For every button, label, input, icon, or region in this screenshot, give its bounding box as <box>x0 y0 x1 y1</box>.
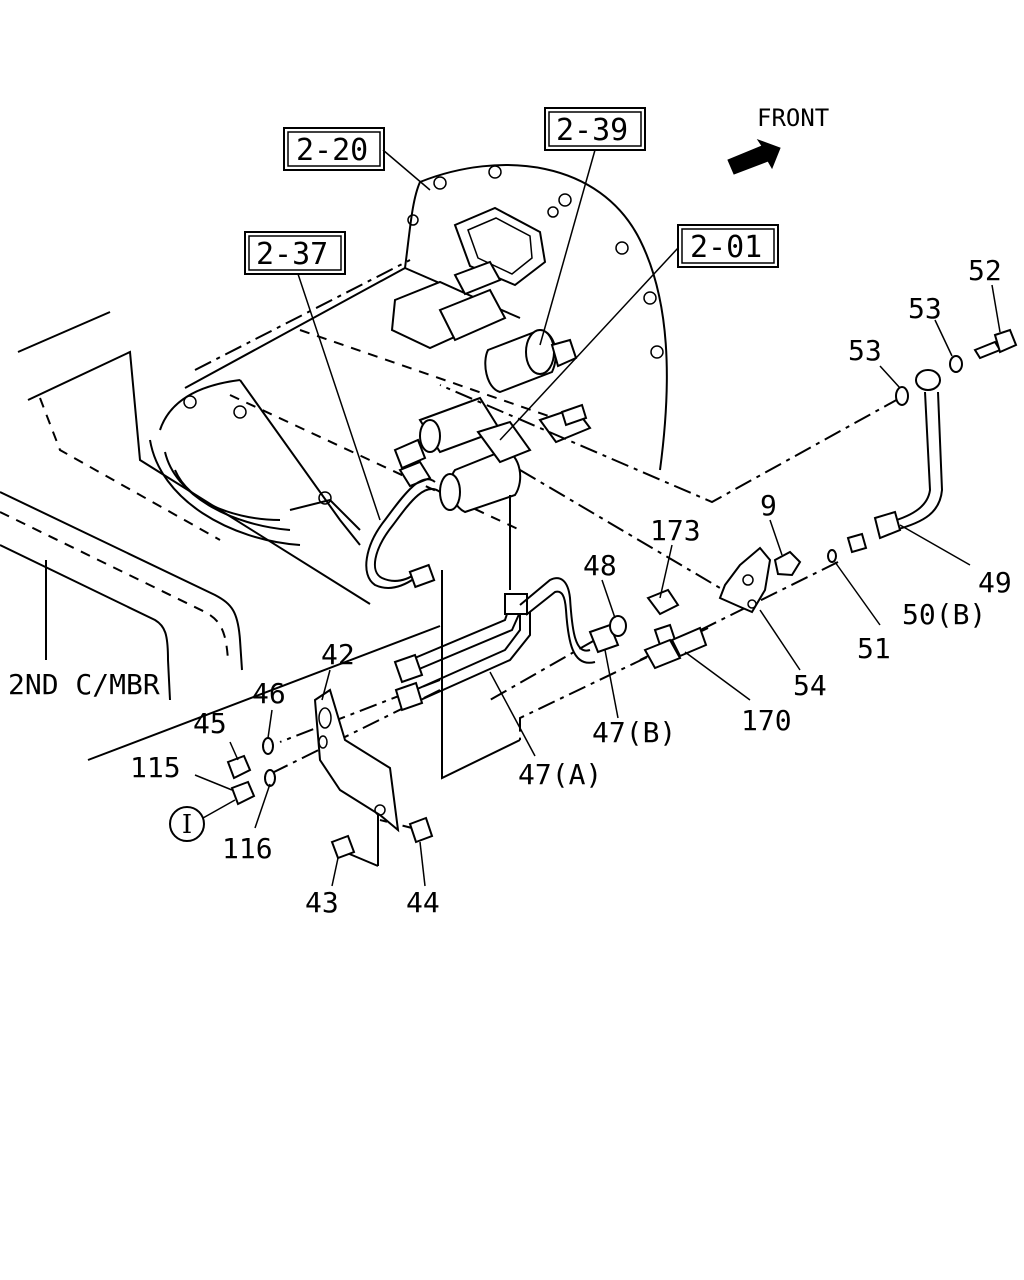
frame-rails <box>0 311 441 761</box>
part-label-47b: 47(B) <box>592 716 676 749</box>
part-label-46: 46 <box>252 677 286 710</box>
part-label-49: 49 <box>978 566 1012 599</box>
nut-9 <box>773 550 802 577</box>
washer-53-lower <box>895 386 909 406</box>
bracket-42 <box>313 688 400 833</box>
part-label-47a: 47(A) <box>518 758 602 791</box>
circle-callout: I <box>169 806 205 842</box>
ref-label-2-39: 2-39 <box>556 113 628 148</box>
flex-hose <box>365 478 436 589</box>
part-label-116: 116 <box>222 832 273 865</box>
part-label-51: 51 <box>857 632 891 665</box>
tee-fitting-170 <box>643 626 708 670</box>
part-label-45: 45 <box>193 707 227 740</box>
front-label: FRONT <box>757 104 829 132</box>
part-label-9: 9 <box>760 489 777 522</box>
washer-53-upper <box>949 355 963 373</box>
front-arrow-icon <box>727 139 781 175</box>
pipe-49 <box>873 369 944 540</box>
part-label-170: 170 <box>741 704 792 737</box>
circle-callout-label: I <box>182 810 192 840</box>
part-label-115: 115 <box>130 751 181 784</box>
bracket-54 <box>718 546 772 614</box>
ref-label-2-37: 2-37 <box>256 237 328 272</box>
part-label-52: 52 <box>968 254 1002 287</box>
nut-45 <box>226 754 252 780</box>
ref-box-2-37[interactable]: 2-37 <box>244 231 346 275</box>
transmission-assembly <box>149 164 668 546</box>
part-label-50b: 50(B) <box>902 598 986 631</box>
connector-173 <box>646 588 680 647</box>
ref-box-2-20[interactable]: 2-20 <box>283 127 385 171</box>
bolt-43 <box>330 834 356 860</box>
part-label-42: 42 <box>321 638 355 671</box>
clip-116 <box>264 769 276 787</box>
ref-box-2-39[interactable]: 2-39 <box>544 107 646 151</box>
nut-50b <box>846 532 868 554</box>
bolt-52 <box>973 328 1018 360</box>
member-label: 2ND C/MBR <box>8 668 160 701</box>
part-label-53-lower: 53 <box>848 334 882 367</box>
part-label-44: 44 <box>406 886 440 919</box>
clip-51 <box>827 549 837 563</box>
ref-box-2-01[interactable]: 2-01 <box>677 224 779 268</box>
nut-44 <box>408 816 434 844</box>
ref-label-2-01: 2-01 <box>690 230 762 265</box>
ref-label-2-20: 2-20 <box>296 133 368 168</box>
oring-48 <box>609 615 627 637</box>
part-label-54: 54 <box>793 669 827 702</box>
pipe-47a <box>393 593 531 712</box>
pipe-47b <box>519 577 620 664</box>
nut-115 <box>230 780 256 806</box>
clip-46 <box>262 737 274 755</box>
assembly-lines <box>271 384 901 867</box>
part-label-48: 48 <box>583 549 617 582</box>
part-label-43: 43 <box>305 886 339 919</box>
leader-lines <box>194 284 1001 887</box>
part-label-53-upper: 53 <box>908 292 942 325</box>
part-label-173: 173 <box>650 514 701 547</box>
